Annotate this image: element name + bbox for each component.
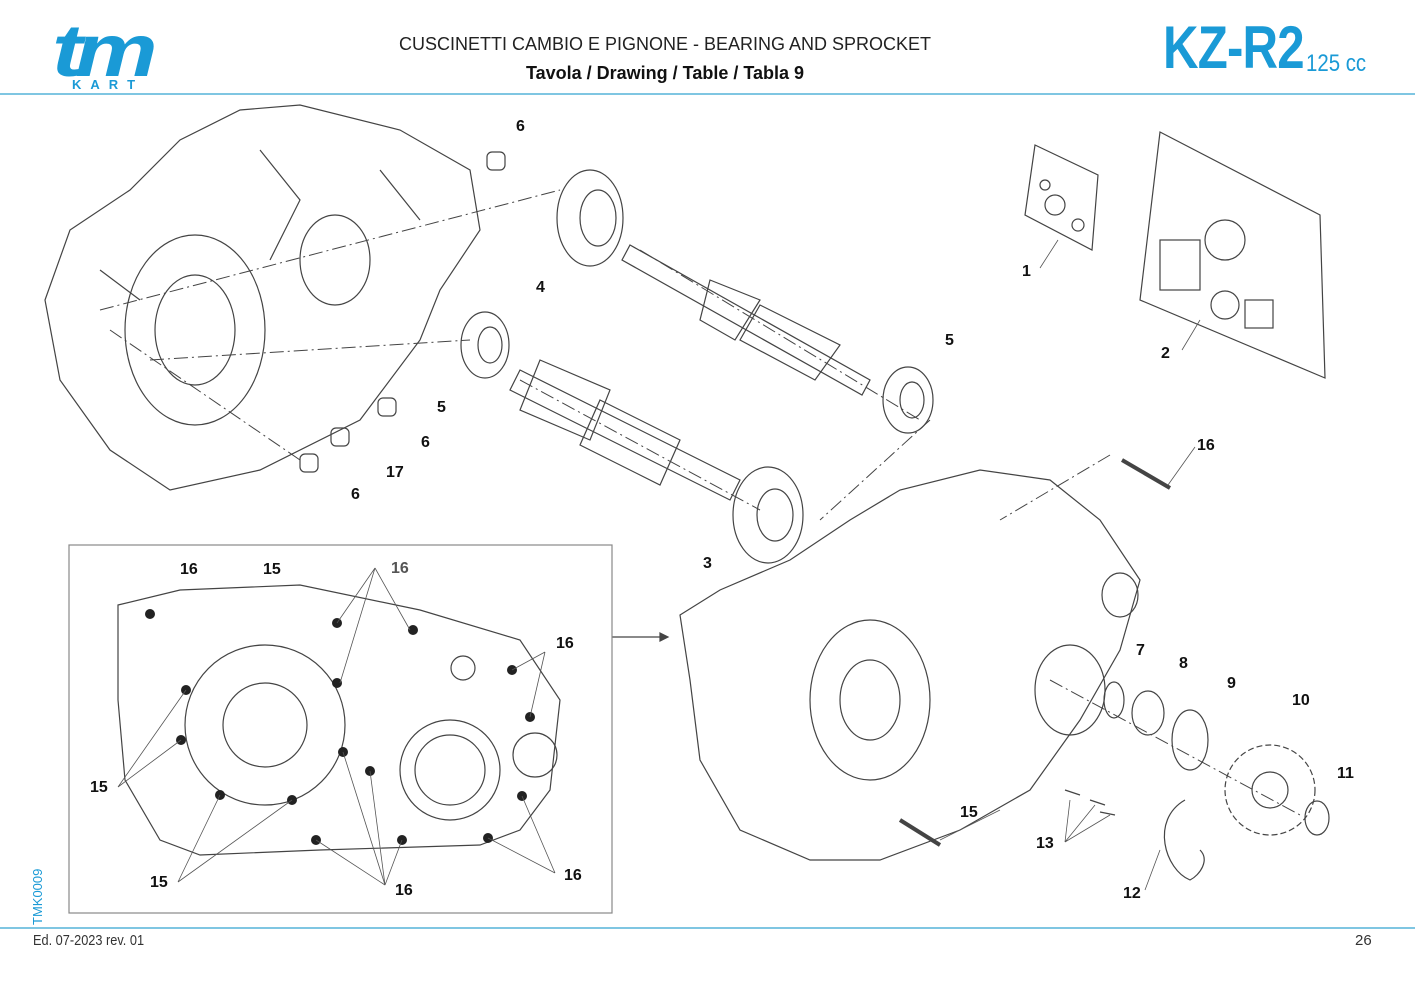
bearing-5-upper — [460, 311, 510, 379]
primary-shaft — [621, 244, 871, 396]
callout-13: 13 — [1036, 835, 1054, 852]
edition-label: Ed. 07-2023 rev. 01 — [33, 932, 145, 949]
callout-4: 4 — [536, 279, 545, 296]
page-subtitle: Tavola / Drawing / Table / Tabla 9 — [525, 63, 805, 83]
arrow-icon — [612, 632, 670, 642]
callout-15: 15 — [960, 804, 978, 821]
brand-sub: KART — [72, 77, 145, 92]
callout-6: 6 — [421, 434, 430, 451]
footer-divider — [0, 927, 1415, 929]
callout-2: 2 — [1161, 345, 1170, 362]
crankcase-right-half — [679, 469, 1141, 861]
inset-callout-16: 16 — [180, 561, 198, 578]
header-divider — [0, 93, 1415, 95]
callout-8: 8 — [1179, 655, 1188, 672]
callout-1: 1 — [1022, 263, 1031, 280]
inset-callout-16: 16 — [395, 882, 413, 899]
secondary-shaft — [509, 359, 741, 501]
inset-crankcase-view — [117, 584, 561, 856]
inset-callout-15: 15 — [263, 561, 281, 578]
callout-12: 12 — [1123, 885, 1141, 902]
sprocket-parts — [898, 458, 1330, 881]
inset-callout-15: 15 — [150, 874, 168, 891]
callout-7: 7 — [1136, 642, 1145, 659]
callout-3: 3 — [703, 555, 712, 572]
leader-lines — [117, 239, 1201, 891]
callout-6: 6 — [516, 118, 525, 135]
callout-16: 16 — [1197, 437, 1215, 454]
page-number: 26 — [1355, 932, 1372, 949]
drawing-code: TMK0009 — [30, 868, 45, 925]
dowel-bushings — [299, 151, 506, 473]
callout-9: 9 — [1227, 675, 1236, 692]
callout-5: 5 — [945, 332, 954, 349]
assembly-lines — [99, 189, 1301, 816]
displacement: 125 cc — [1306, 50, 1367, 77]
inset-frame — [68, 544, 613, 914]
bearing-5-lower — [882, 366, 934, 434]
callout-5: 5 — [437, 399, 446, 416]
brand-logo: tm — [52, 9, 158, 92]
crankcase-left-half — [44, 104, 481, 491]
inset-callout-16: 16 — [564, 867, 582, 884]
page-title: CUSCINETTI CAMBIO E PIGNONE - BEARING AN… — [398, 34, 932, 54]
bearing-3 — [732, 466, 804, 564]
bearing-4 — [556, 169, 624, 267]
callout-11: 11 — [1337, 765, 1354, 782]
inset-callout-16: 16 — [556, 635, 574, 652]
inset-callout-16: 16 — [391, 560, 409, 577]
model-name: KZ-R2 — [1163, 14, 1305, 81]
inset-callout-15: 15 — [90, 779, 108, 796]
gasket-kit — [1139, 131, 1326, 379]
callout-17: 17 — [386, 464, 404, 481]
callout-6: 6 — [351, 486, 360, 503]
seal-kit — [1024, 144, 1099, 251]
callout-10: 10 — [1292, 692, 1310, 709]
